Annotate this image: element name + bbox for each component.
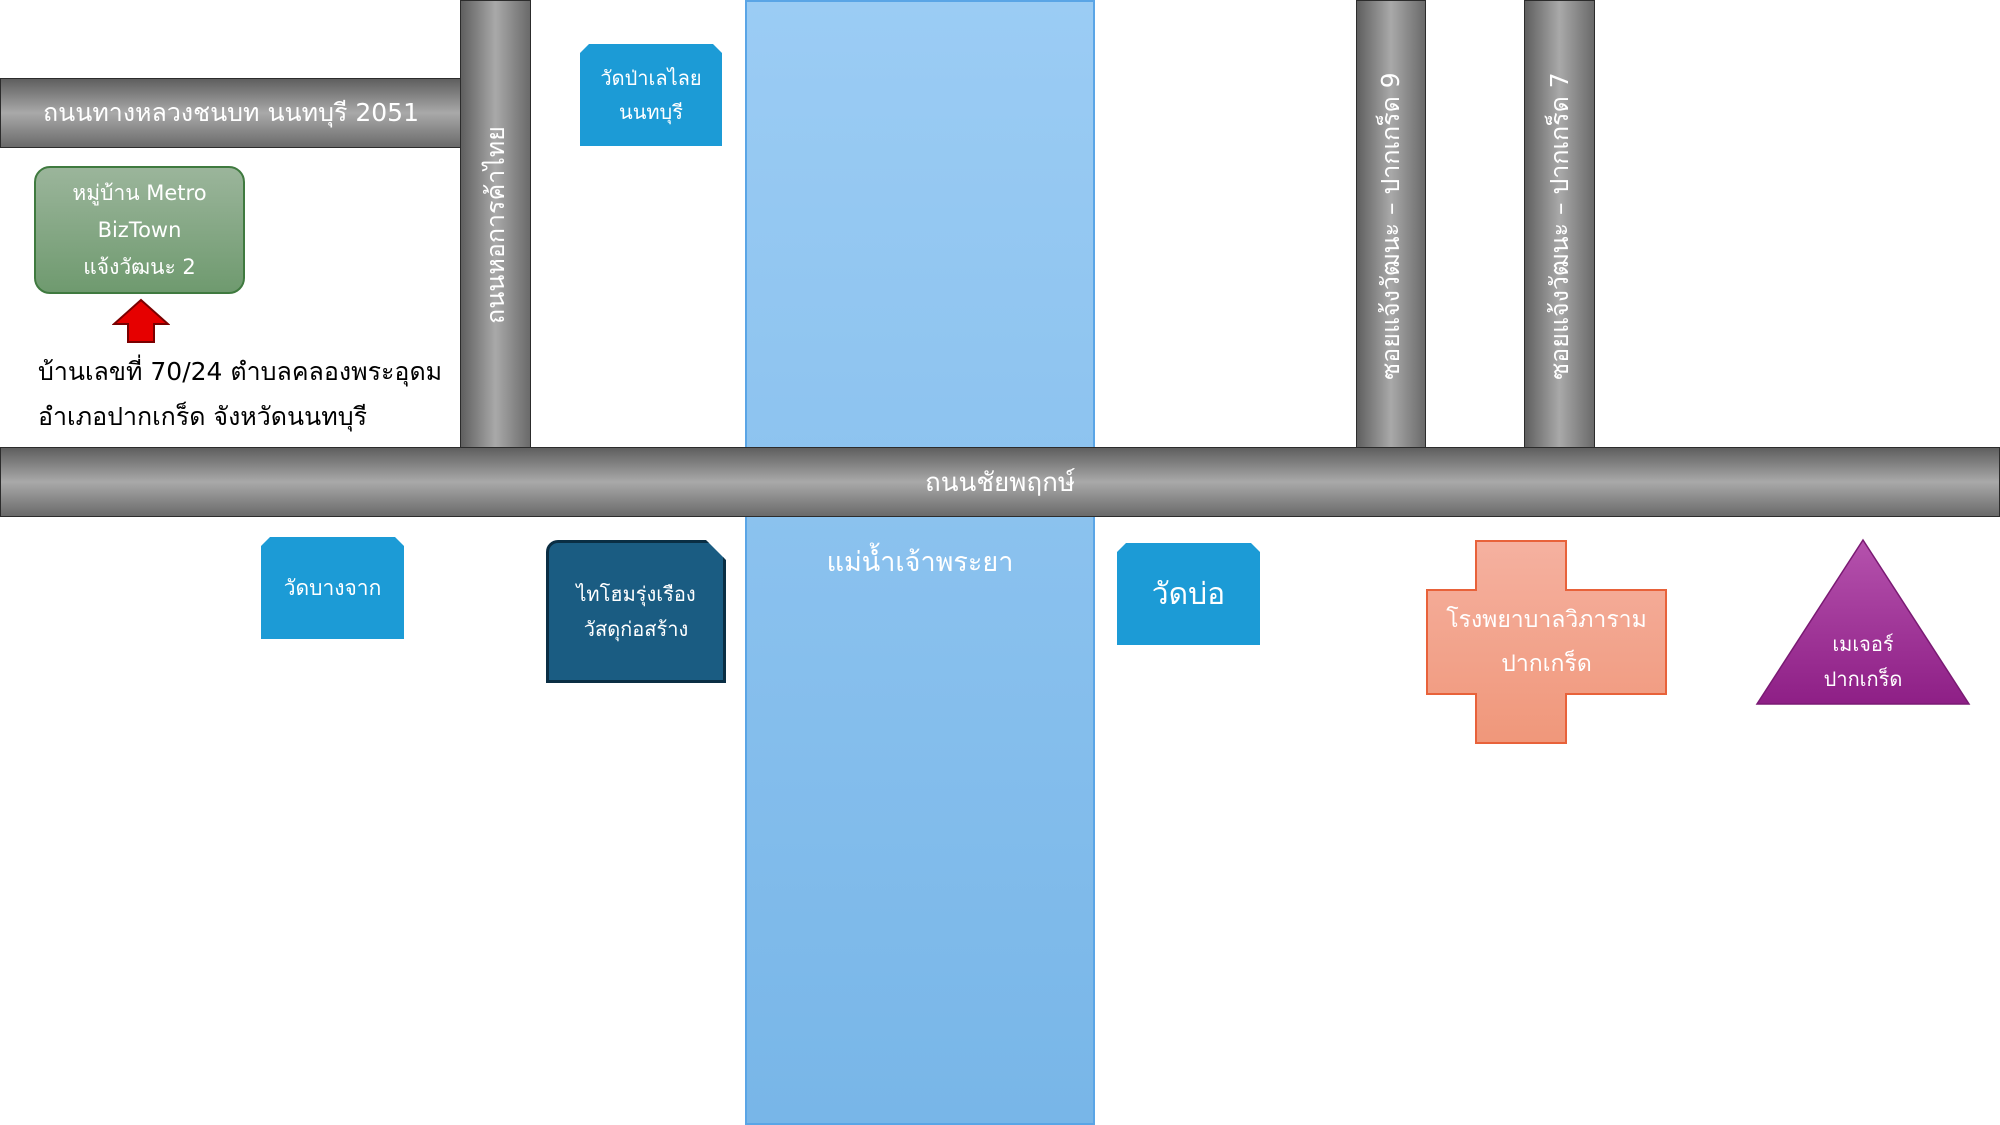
wat-pa-lelai-line-1: วัดป่าเลไลย [600, 66, 702, 90]
wat-bang-chak: วัดบางจาก [261, 537, 404, 639]
address-line-2: อำเภอปากเกร็ด จังหวัดนนทบุรี [38, 402, 367, 431]
wat-pa-lelai-line-2: นนทบุรี [619, 100, 683, 124]
road-highway-2051: ถนนทางหลวงชนบท นนทบุรี 2051 [0, 78, 462, 148]
hospital-line-2: ปากเกร็ด [1501, 651, 1592, 677]
wat-bo-label: วัดบ่อ [1151, 576, 1226, 612]
hospital-line-1: โรงพยาบาลวิภาราม [1446, 607, 1647, 633]
hospital-outline [1426, 540, 1667, 744]
red-up-arrow-icon [112, 298, 170, 343]
chao-phraya-river [745, 0, 1095, 1125]
village-line-2: BizTown [97, 217, 182, 242]
road-label: ซอยแจ้งวัฒนะ – ปากเกร็ด 7 [1544, 72, 1574, 380]
road-label: ถนนชัยพฤกษ์ [925, 467, 1075, 498]
thai-home-line-2: วัสดุก่อสร้าง [583, 616, 689, 641]
major-pakkret: เมเจอร์ ปากเกร็ด [1785, 622, 1941, 702]
village-line-3: แจ้งวัฒนะ 2 [83, 254, 196, 279]
road-label: ถนนทางหลวงชนบท นนทบุรี 2051 [43, 98, 419, 127]
road-hor-kan-kha-thai: ถนนหอการค้าไทย [460, 0, 531, 450]
major-line-2: ปากเกร็ด [1823, 667, 1903, 691]
wat-pa-lelai: วัดป่าเลไลย นนทบุรี [580, 44, 722, 146]
village-metro-biztown: หมู่บ้าน Metro BizTown แจ้งวัฒนะ 2 [34, 166, 245, 294]
road-soi-chaengwattana-9: ซอยแจ้งวัฒนะ – ปากเกร็ด 9 [1356, 0, 1426, 450]
road-chaiyaphruek: ถนนชัยพฤกษ์ [0, 447, 2000, 517]
hospital-vibharam: โรงพยาบาลวิภาราม ปากเกร็ด [1426, 590, 1667, 694]
road-label: ซอยแจ้งวัฒนะ – ปากเกร็ด 9 [1376, 72, 1405, 380]
wat-bo: วัดบ่อ [1117, 543, 1260, 645]
village-line-1: หมู่บ้าน Metro [72, 180, 207, 205]
address-line-1: บ้านเลขที่ 70/24 ตำบลคลองพระอุดม [38, 357, 443, 386]
thai-home-store: ไทโฮมรุ่งเรือง วัสดุก่อสร้าง [546, 540, 726, 683]
major-triangle-shape [1755, 538, 1971, 705]
thai-home-line-1: ไทโฮมรุ่งเรือง [576, 581, 696, 606]
major-line-1: เมเจอร์ [1832, 632, 1894, 656]
road-label: ถนนหอการค้าไทย [480, 126, 510, 324]
river-label: แม่น้ำเจ้าพระยา [826, 547, 1014, 578]
wat-bang-chak-label: วัดบางจาก [283, 575, 382, 600]
road-soi-chaengwattana-7: ซอยแจ้งวัฒนะ – ปากเกร็ด 7 [1524, 0, 1595, 450]
